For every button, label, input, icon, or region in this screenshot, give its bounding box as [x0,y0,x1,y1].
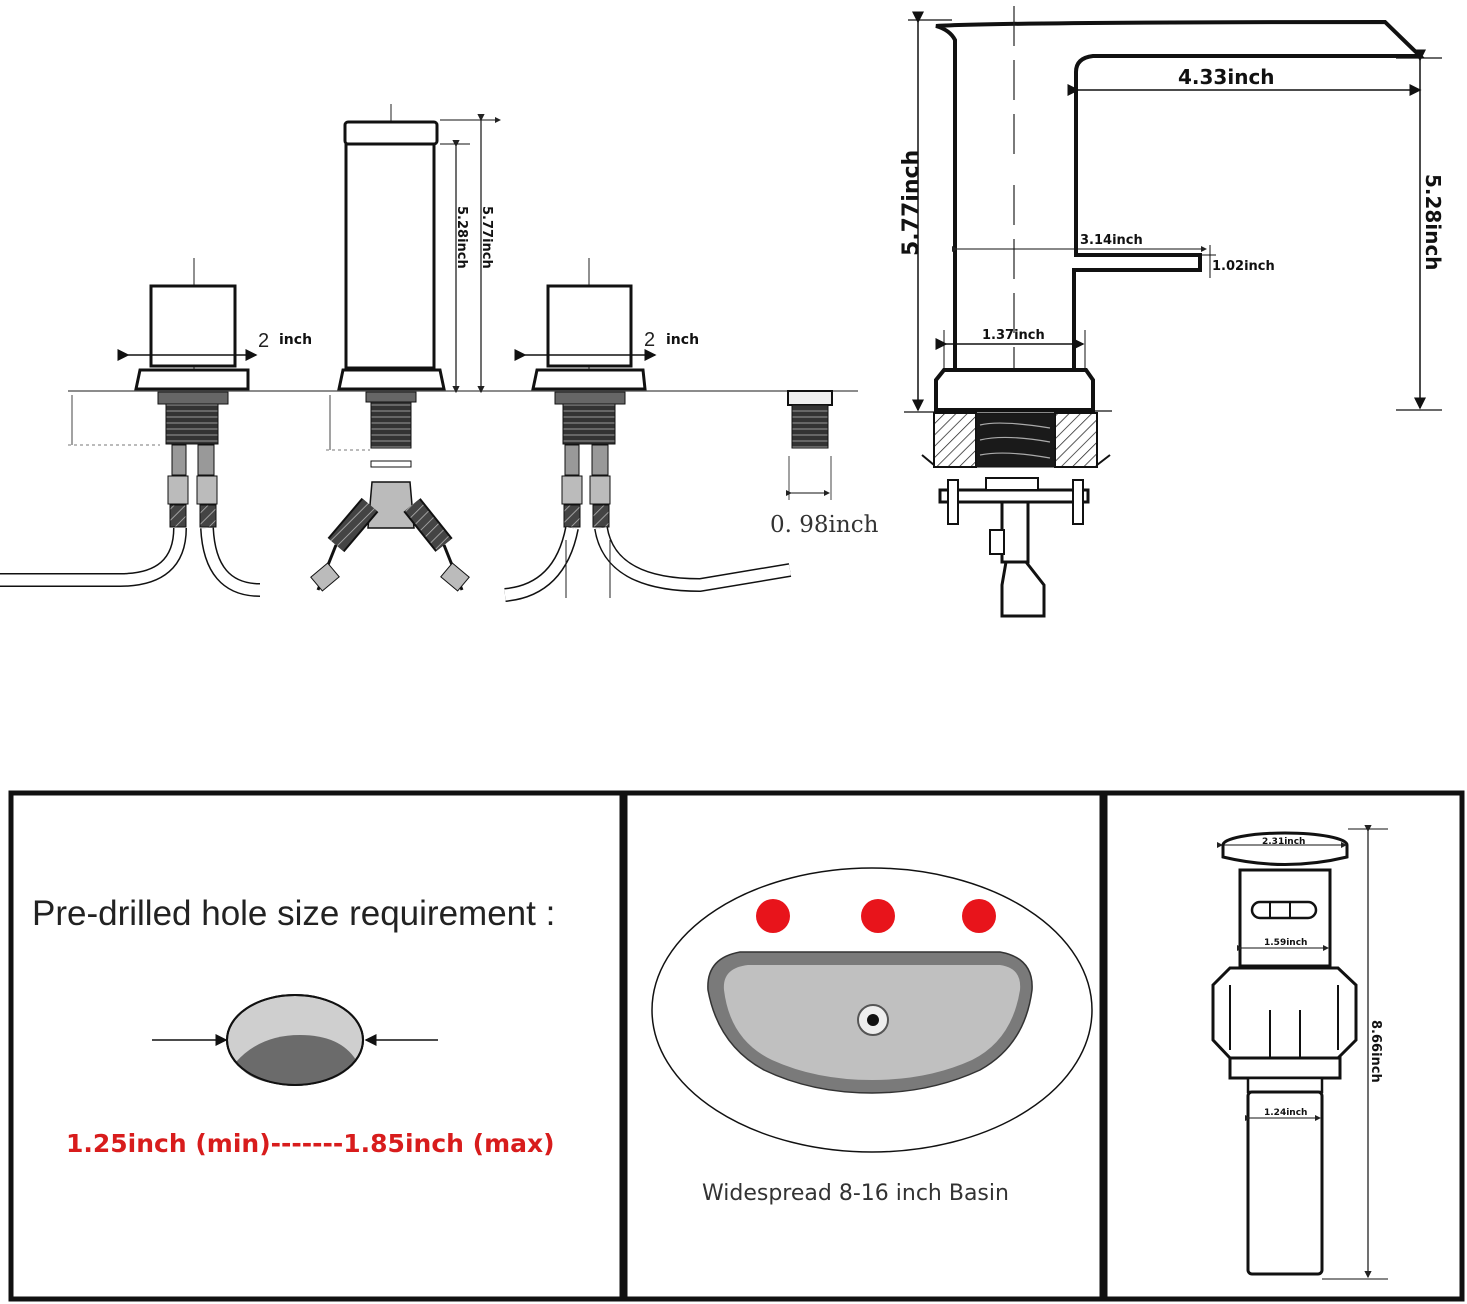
left-handle-width: 2 [258,330,269,352]
thread-diameter-label: 0. 98inch [770,512,879,538]
right-handle: 2 inch [504,258,792,602]
drain-total-length: 8.66inch [1368,1020,1383,1083]
left-handle: 2 inch [0,258,312,597]
base-width-label: 1.37inch [982,328,1045,343]
thread-stub: 0. 98inch [770,390,879,538]
side-view: 2 inch [0,104,879,602]
basin-hole-left [756,899,790,933]
drain-tail-diameter: 1.24inch [1264,1108,1307,1118]
basin-panel: Widespread 8-16 inch Basin [651,867,1093,1206]
profile-total-height: 5.77inch [899,150,924,256]
spout-reach-label: 4.33inch [1178,65,1275,89]
drain-cap-diameter: 2.31inch [1262,837,1305,847]
right-handle-unit: inch [666,332,699,348]
basin-hole-right [962,899,996,933]
profile-view: 5.77inch 4.33inch 5.28inch 3.14inch 1.02… [899,6,1445,618]
bottom-panels: Pre-drilled hole size requirement : 1.25… [8,790,1465,1302]
spout-column: 5.28inch 5.77inch [310,104,501,592]
spout-height-label: 5.28inch [454,206,469,269]
basin-hole-center [861,899,895,933]
drain-panel: 2.31inch 1.59inch 1.24inch 8.66inch [1211,825,1388,1280]
total-height-label: 5.77inch [479,206,494,269]
profile-spout-height: 5.28inch [1421,174,1445,271]
drain-body-diameter: 1.59inch [1264,938,1307,948]
hole-size-range: 1.25inch (min)-------1.85inch (max) [66,1129,555,1158]
spout-thickness-label: 1.02inch [1212,259,1275,274]
basin-caption: Widespread 8-16 inch Basin [702,1181,1009,1206]
left-handle-unit: inch [279,332,312,348]
spout-top-length-label: 3.14inch [1080,233,1143,248]
right-handle-width: 2 [644,329,655,351]
hole-requirement-title: Pre-drilled hole size requirement : [32,894,555,933]
hole-requirement-panel: Pre-drilled hole size requirement : 1.25… [32,894,555,1158]
